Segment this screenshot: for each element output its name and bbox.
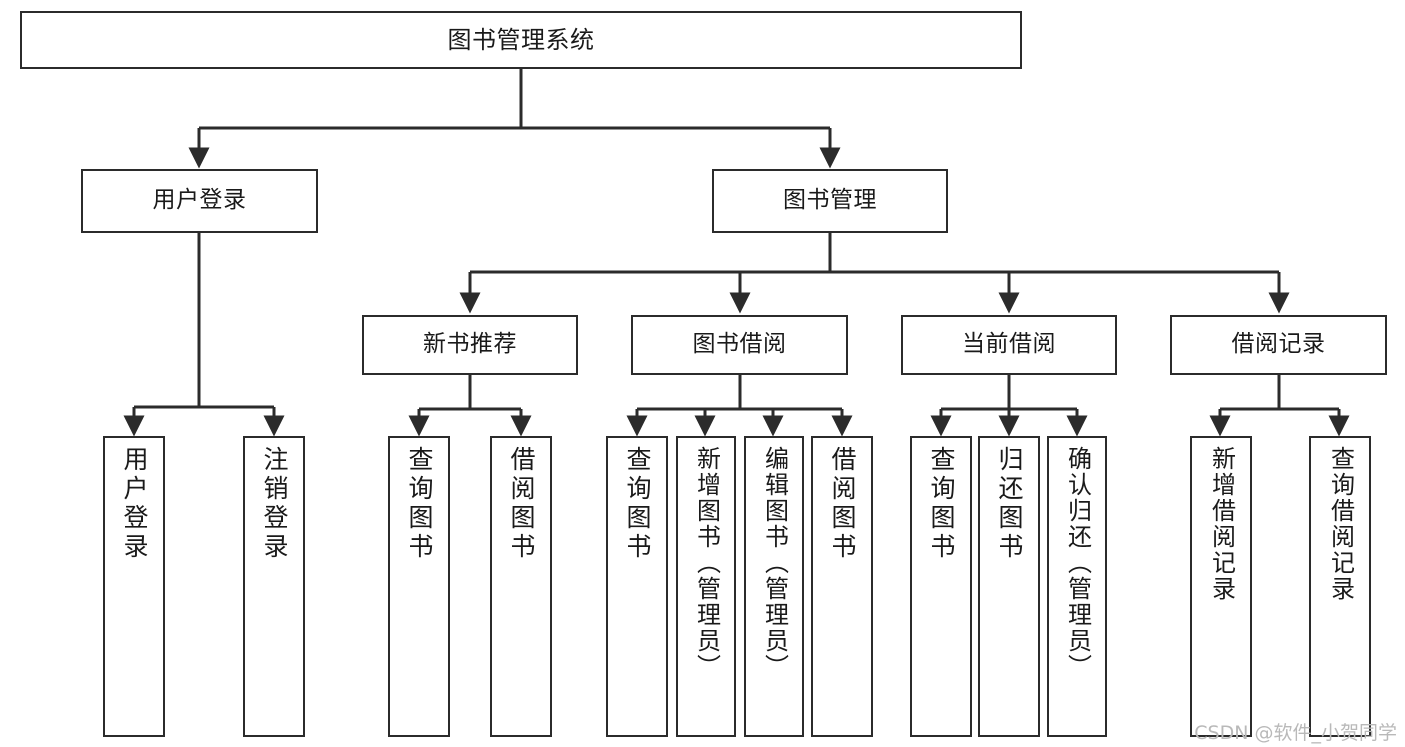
node-leaf-add-record-label: 新增借阅记录 bbox=[1207, 446, 1236, 602]
node-book-management-label: 图书管理 bbox=[783, 187, 877, 214]
node-user-login-label: 用户登录 bbox=[152, 187, 247, 214]
node-leaf-query-book-3-label: 查询图书 bbox=[927, 446, 956, 562]
node-book-borrow-label: 图书借阅 bbox=[692, 331, 787, 358]
node-new-book-recommend[interactable]: 新书推荐 bbox=[362, 315, 578, 375]
node-leaf-query-record[interactable]: 查询借阅记录 bbox=[1309, 436, 1371, 737]
node-leaf-edit-book[interactable]: 编辑图书（管理员） bbox=[744, 436, 804, 737]
node-book-management[interactable]: 图书管理 bbox=[712, 169, 948, 233]
node-leaf-borrow-book-1-label: 借阅图书 bbox=[507, 446, 536, 562]
node-leaf-user-login[interactable]: 用户登录 bbox=[103, 436, 165, 737]
node-book-borrow[interactable]: 图书借阅 bbox=[631, 315, 848, 375]
node-leaf-user-logout-label: 注销登录 bbox=[260, 446, 289, 562]
node-leaf-return-book[interactable]: 归还图书 bbox=[978, 436, 1040, 737]
node-leaf-query-book-2-label: 查询图书 bbox=[623, 446, 652, 562]
node-root-label: 图书管理系统 bbox=[447, 25, 595, 54]
node-leaf-add-record[interactable]: 新增借阅记录 bbox=[1190, 436, 1252, 737]
node-leaf-borrow-book-1[interactable]: 借阅图书 bbox=[490, 436, 552, 737]
node-leaf-query-record-label: 查询借阅记录 bbox=[1326, 446, 1355, 602]
node-leaf-return-book-label: 归还图书 bbox=[995, 446, 1024, 562]
node-leaf-query-book-1-label: 查询图书 bbox=[405, 446, 434, 562]
node-leaf-query-book-3[interactable]: 查询图书 bbox=[910, 436, 972, 737]
node-leaf-confirm-return-label: 确认归还（管理员） bbox=[1063, 446, 1092, 680]
node-leaf-confirm-return[interactable]: 确认归还（管理员） bbox=[1047, 436, 1107, 737]
node-leaf-user-login-label: 用户登录 bbox=[120, 446, 149, 562]
watermark-text: CSDN @软件_小贺同学 bbox=[1194, 722, 1397, 744]
node-leaf-add-book-label: 新增图书（管理员） bbox=[692, 446, 721, 680]
node-leaf-user-logout[interactable]: 注销登录 bbox=[243, 436, 305, 737]
node-leaf-query-book-1[interactable]: 查询图书 bbox=[388, 436, 450, 737]
node-borrow-record-label: 借阅记录 bbox=[1231, 331, 1326, 358]
node-leaf-borrow-book-2-label: 借阅图书 bbox=[828, 446, 857, 562]
node-root[interactable]: 图书管理系统 bbox=[20, 11, 1022, 69]
node-leaf-query-book-2[interactable]: 查询图书 bbox=[606, 436, 668, 737]
node-leaf-add-book[interactable]: 新增图书（管理员） bbox=[676, 436, 736, 737]
node-new-book-recommend-label: 新书推荐 bbox=[423, 331, 517, 358]
node-borrow-record[interactable]: 借阅记录 bbox=[1170, 315, 1387, 375]
node-leaf-edit-book-label: 编辑图书（管理员） bbox=[760, 446, 789, 680]
node-user-login[interactable]: 用户登录 bbox=[81, 169, 318, 233]
node-current-borrow-label: 当前借阅 bbox=[962, 331, 1056, 358]
node-current-borrow[interactable]: 当前借阅 bbox=[901, 315, 1117, 375]
node-leaf-borrow-book-2[interactable]: 借阅图书 bbox=[811, 436, 873, 737]
